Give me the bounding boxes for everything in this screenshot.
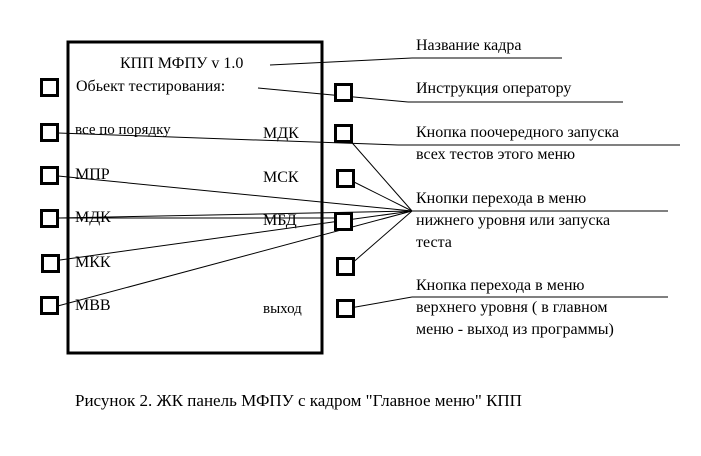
leader-fan-mpr [57,175,413,212]
figure-caption: Рисунок 2. ЖК панель МФПУ с кадром "Глав… [75,391,522,410]
menu-item-mpr: МПР [75,166,110,183]
menu-item-all-in-order: все по порядку [75,122,171,138]
annotation-run-all-line2: всех тестов этого меню [416,146,576,163]
annotation-run-all-line1: Кнопка поочередного запуска [416,124,619,141]
menu-item-mdk-right: МДК [263,125,299,142]
menu-item-exit: выход [263,301,302,317]
annotation-operator-instruction: Инструкция оператору [416,80,572,97]
leader-fan-mkk [59,210,413,261]
left-button-1[interactable] [40,78,59,97]
leader-instruction [257,87,409,103]
annotation-upper-menu-line2: верхнего уровня ( в главном [416,299,608,316]
menu-item-mbd: МБД [263,212,297,229]
annotation-frame-name: Название кадра [416,37,522,54]
right-button-1[interactable] [334,83,353,102]
right-button-5[interactable] [336,257,355,276]
leader-title [269,57,413,66]
left-button-4[interactable] [40,209,59,228]
leader-upper-menu [349,296,413,309]
right-button-3[interactable] [336,169,355,188]
leader-run-all [57,132,399,146]
leader-fan-1 [346,136,413,212]
right-button-2[interactable] [334,124,353,143]
panel-title: КПП МФПУ v 1.0 [120,55,244,72]
annotation-upper-menu-line3: меню - выход из программы) [416,321,614,338]
left-button-5[interactable] [41,254,60,273]
menu-item-mvv: МВВ [75,297,111,314]
annotation-upper-menu-line1: Кнопка перехода в меню [416,277,585,294]
left-button-6[interactable] [40,296,59,315]
right-button-4[interactable] [334,212,353,231]
menu-item-msk: МСК [263,169,299,186]
menu-item-mkk: МКК [75,254,111,271]
leader-fan-3 [349,210,413,266]
right-button-6[interactable] [336,299,355,318]
leader-fan-2 [353,181,413,212]
left-button-3[interactable] [40,166,59,185]
lcd-panel-frame [66,40,324,355]
panel-instruction: Обьект тестирования: [76,78,226,95]
menu-item-mdk-left: МДК [75,209,111,226]
left-button-2[interactable] [40,123,59,142]
annotation-submenu-line3: теста [416,234,452,251]
annotation-submenu-line2: нижнего уровня или запуска [416,212,611,229]
leader-fan-mdk [57,210,413,219]
annotation-submenu-line1: Кнопки перехода в меню [416,190,587,207]
